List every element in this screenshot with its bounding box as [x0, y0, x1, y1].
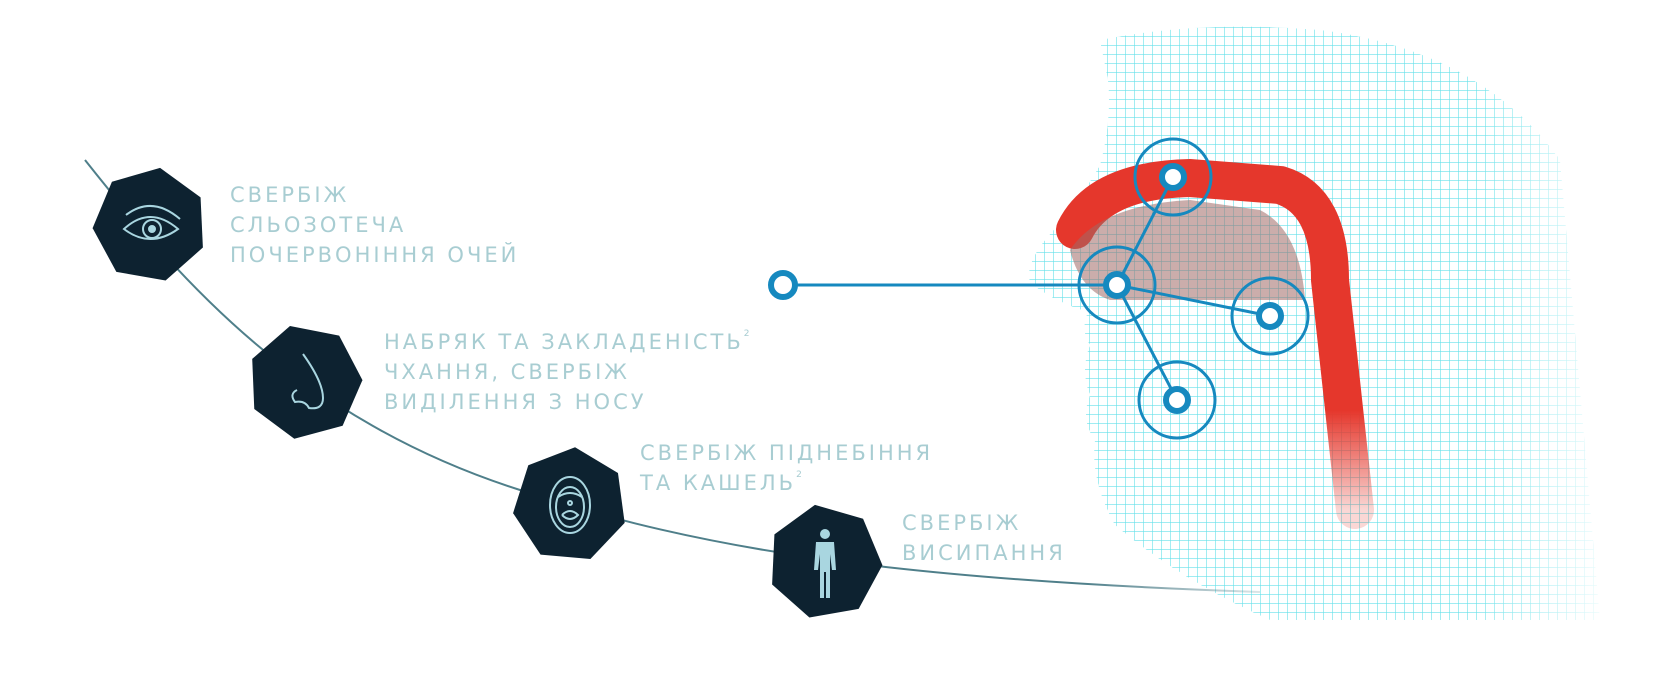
mouth-symptoms-label: Свербіж піднебіння та кашель2: [640, 438, 933, 498]
eye-icon: [122, 204, 181, 240]
symptom-line: Набряк та закладеність: [384, 330, 744, 354]
sinus-markers: [768, 137, 1310, 440]
body-symptom-badge: [772, 504, 883, 618]
mouth-symptom-badge: [513, 447, 625, 559]
nose-symptom-badge: [252, 325, 363, 439]
body-symptoms-label: Свербіж висипання: [902, 508, 1066, 568]
symptom-line: Чхання, свербіж: [384, 360, 630, 384]
symptom-line: Почервоніння очей: [230, 243, 520, 267]
footnote-marker: 2: [743, 329, 750, 339]
mouth-icon: [549, 476, 591, 534]
symptom-line: Сльозотеча: [230, 213, 407, 237]
eye-symptom-badge: [92, 167, 203, 281]
symptom-line: Виділення з носу: [384, 390, 647, 414]
body-icon: [814, 529, 836, 598]
symptom-line: Свербіж: [902, 511, 1022, 535]
airway: [1056, 158, 1374, 529]
eye-symptoms-label: Свербіж Сльозотеча Почервоніння очей: [230, 180, 519, 270]
symptom-line: Свербіж піднебіння: [640, 441, 934, 465]
symptom-line: Свербіж: [230, 183, 350, 207]
symptom-line: висипання: [902, 541, 1066, 565]
footnote-marker: 2: [796, 470, 802, 480]
nose-icon: [291, 353, 325, 410]
nose-symptoms-label: Набряк та закладеність2 Чхання, свербіж …: [384, 327, 749, 417]
symptom-line: та кашель: [640, 471, 797, 495]
